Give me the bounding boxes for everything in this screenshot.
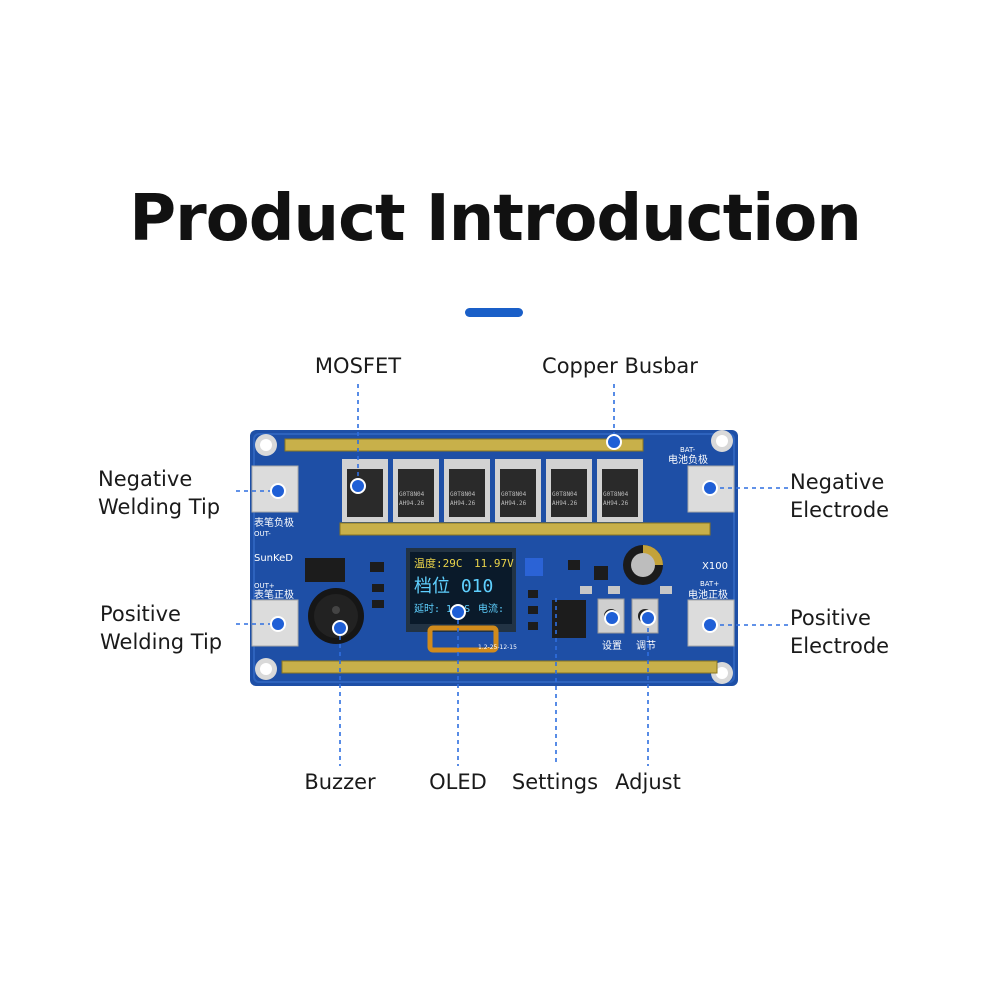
- mosfet-row: [342, 459, 643, 522]
- busbar-top: [284, 438, 644, 452]
- mosfet-marking: G0T8N04: [501, 491, 527, 498]
- silk-model: X100: [702, 561, 728, 572]
- label-adjust: Adjust: [615, 770, 681, 794]
- silk-set: 设置: [602, 640, 622, 652]
- page-title: Product Introduction: [129, 182, 862, 256]
- callout-dots: [270, 434, 718, 636]
- mosfet-marking: G0T8N04: [399, 491, 425, 498]
- silk-out-pos: OUT+: [254, 582, 275, 590]
- label-copper-busbar: Copper Busbar: [542, 354, 698, 378]
- label-negative-welding-tip: Negative Welding Tip: [98, 467, 221, 519]
- mosfet-marking: AH94.26: [450, 500, 476, 507]
- silk-pen-pos: 表笔正极: [254, 588, 294, 601]
- silk-brand: SunKeD: [254, 553, 293, 564]
- label-settings: Settings: [511, 770, 599, 794]
- mosfet-marking: AH94.26: [501, 500, 527, 507]
- oled-temperature: 温度:29C: [414, 556, 463, 570]
- oled-voltage: 11.97V: [474, 557, 514, 570]
- silk-bat-neg-small: BAT-: [680, 446, 696, 454]
- smd-components: [305, 558, 672, 638]
- label-negative-electrode: Negative Electrode: [790, 470, 890, 522]
- mosfet-marking: AH94.26: [552, 500, 578, 507]
- oled-current: 电流:: [478, 602, 504, 615]
- label-buzzer: Buzzer: [304, 770, 376, 794]
- mosfet-marking: AH94.26: [399, 500, 425, 507]
- capacitor: [623, 545, 663, 585]
- silk-pen-neg: 表笔负极: [254, 516, 294, 529]
- busbar-middle: [339, 522, 711, 536]
- title-underline: [465, 308, 523, 317]
- label-positive-electrode: Positive Electrode: [790, 606, 890, 658]
- busbar-bottom: [281, 660, 718, 674]
- mosfet-marking: G0T8N04: [603, 491, 629, 498]
- mosfet-marking: AH94.26: [603, 500, 629, 507]
- silk-version: 1.2-25-12-15: [478, 644, 517, 651]
- silk-out-neg: OUT-: [254, 530, 271, 538]
- label-mosfet: MOSFET: [314, 354, 402, 378]
- label-oled: OLED: [429, 770, 487, 794]
- silk-bat-pos-small: BAT+: [700, 580, 719, 588]
- silk-adj: 调节: [636, 640, 656, 652]
- label-positive-welding-tip: Positive Welding Tip: [100, 602, 223, 654]
- mosfet-marking: G0T8N04: [552, 491, 578, 498]
- silk-bat-pos: 电池正极: [688, 588, 728, 601]
- mounting-holes: [255, 430, 733, 684]
- silk-bat-neg: 电池负极: [668, 453, 708, 466]
- buzzer: [308, 588, 364, 644]
- oled-gear: 档位 010: [414, 576, 493, 597]
- mosfet-marking: G0T8N04: [450, 491, 476, 498]
